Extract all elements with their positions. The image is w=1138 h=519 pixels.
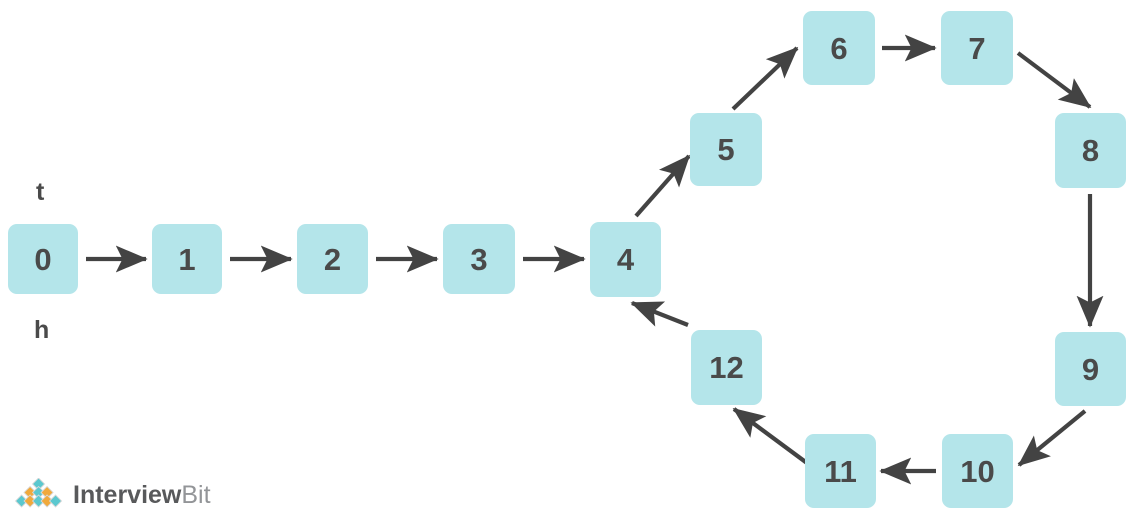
node-7[interactable]: 7 <box>941 11 1013 85</box>
node-1[interactable]: 1 <box>152 224 222 294</box>
node-3[interactable]: 3 <box>443 224 515 294</box>
node-2[interactable]: 2 <box>297 224 368 294</box>
node-10[interactable]: 10 <box>942 434 1013 508</box>
wordmark-interview: Interview <box>73 480 182 509</box>
edge-12-to-4 <box>630 301 689 327</box>
node-9[interactable]: 9 <box>1055 332 1126 406</box>
edge-5-to-6 <box>731 46 799 111</box>
node-12[interactable]: 12 <box>691 330 762 405</box>
node-11[interactable]: 11 <box>805 434 876 508</box>
wordmark-bit: Bit <box>181 480 211 509</box>
edge-11-to-12 <box>732 407 813 468</box>
node-8[interactable]: 8 <box>1055 113 1126 188</box>
tail-pointer-label: t <box>36 178 45 206</box>
interviewbit-logo: InterviewBit <box>12 476 211 514</box>
node-5[interactable]: 5 <box>690 113 762 186</box>
edge-9-to-10 <box>1017 409 1087 467</box>
edge-4-to-5 <box>634 154 691 218</box>
interviewbit-diamond-mark <box>14 478 63 508</box>
edge-7-to-8 <box>1016 51 1092 109</box>
node-0[interactable]: 0 <box>8 224 78 294</box>
node-6[interactable]: 6 <box>803 11 875 85</box>
interviewbit-wordmark: InterviewBit <box>73 480 211 509</box>
node-4[interactable]: 4 <box>590 222 661 297</box>
head-pointer-label: h <box>34 316 50 344</box>
